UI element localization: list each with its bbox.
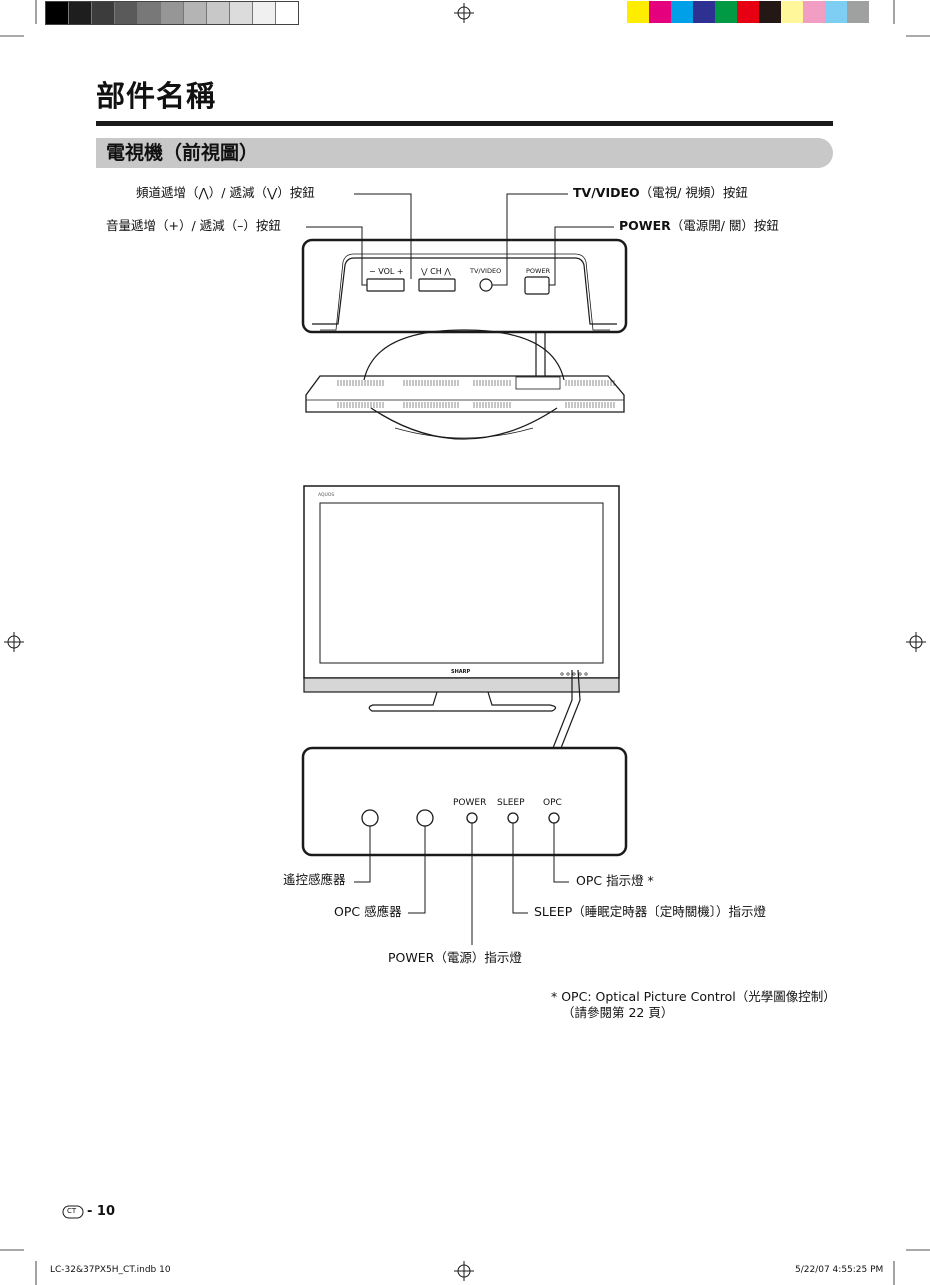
swatch <box>275 2 298 24</box>
power-indicator-label: POWER（電源）指示燈 <box>388 950 522 965</box>
swatch <box>847 1 869 23</box>
power-led-shape <box>466 812 478 824</box>
swatch <box>693 1 715 23</box>
ch-button-label: 頻道遞增（⋀）/ 遞減（⋁）按鈕 <box>136 185 315 200</box>
ct-badge-icon <box>62 1205 84 1219</box>
power-button-shape <box>524 276 550 295</box>
power-button-label: POWER（電源開/ 關）按鈕 <box>619 218 779 233</box>
section-bar <box>96 138 833 168</box>
swatch <box>160 2 183 24</box>
footer-timestamp: 5/22/07 4:55:25 PM <box>795 1265 884 1275</box>
swatch <box>781 1 803 23</box>
footnote-line-1: * OPC: Optical Picture Control（光學圖像控制） <box>551 989 836 1004</box>
tv-top-body <box>305 375 625 413</box>
title-rule <box>96 121 833 126</box>
tv-brand-text: SHARP <box>451 669 471 675</box>
tvvideo-button-shape <box>479 278 493 292</box>
opc-indicator-label: OPC 指示燈 * <box>576 873 654 888</box>
swatch <box>671 1 693 23</box>
swatch <box>627 1 649 23</box>
registration-mark-icon <box>4 3 926 1281</box>
tvvideo-button-label: TV/VIDEO（電視/ 視頻）按鈕 <box>573 185 748 200</box>
swatch <box>229 2 252 24</box>
swatch <box>206 2 229 24</box>
tv-model-text: AQUOS <box>318 493 335 498</box>
tvvideo-label-bold: TV/VIDEO <box>573 185 640 200</box>
footnote-line-2: （請參閱第 22 頁） <box>562 1005 674 1020</box>
vol-button-shape <box>366 278 405 292</box>
swatch <box>91 2 114 24</box>
panel-tvvideo-label: TV/VIDEO <box>470 267 502 275</box>
color-strip <box>627 1 869 23</box>
panel-opc-led-label: OPC <box>543 798 562 808</box>
tv-screen <box>319 502 604 664</box>
swatch <box>68 2 91 24</box>
panel-power-led-label: POWER <box>453 798 487 808</box>
sleep-indicator-label: SLEEP（睡眠定時器〔定時關機〕）指示燈 <box>534 904 766 919</box>
swatch <box>137 2 160 24</box>
swatch <box>649 1 671 23</box>
panel-sleep-led-label: SLEEP <box>497 798 525 808</box>
swatch <box>183 2 206 24</box>
grayscale-strip <box>45 1 299 25</box>
swatch <box>737 1 759 23</box>
opc-sensor-shape <box>416 809 434 827</box>
tv-front-frame <box>303 485 620 679</box>
tv-bottom-bar <box>303 677 620 693</box>
tv-stand-top <box>370 407 558 440</box>
swatch <box>252 2 275 24</box>
remote-sensor-shape <box>361 809 379 827</box>
swatch <box>715 1 737 23</box>
opc-led-shape <box>548 812 560 824</box>
panel-vol-label: − VOL + <box>369 267 404 276</box>
swatch <box>759 1 781 23</box>
control-panel-detail <box>301 238 628 334</box>
page-number: - 10 <box>87 1204 116 1219</box>
tvvideo-label-rest: （電視/ 視頻）按鈕 <box>639 185 748 200</box>
vol-button-label: 音量遞增（+）/ 遞減（–）按鈕 <box>106 218 281 233</box>
page-title: 部件名稱 <box>96 79 217 113</box>
sleep-led-shape <box>507 812 519 824</box>
swatch <box>46 2 68 24</box>
swatch <box>825 1 847 23</box>
ch-button-shape <box>418 278 456 292</box>
power-label-rest: （電源開/ 關）按鈕 <box>670 218 779 233</box>
panel-ch-label: ⋁ CH ⋀ <box>421 267 451 276</box>
swatch <box>803 1 825 23</box>
opc-sensor-label: OPC 感應器 <box>334 904 402 919</box>
remote-sensor-label: 遙控感應器 <box>283 872 346 887</box>
indicator-panel-detail <box>301 746 628 857</box>
tv-stand-front <box>368 691 557 712</box>
footer-file: LC-32&37PX5H_CT.indb 10 <box>50 1265 171 1275</box>
section-title: 電視機（前視圖） <box>106 142 259 164</box>
power-label-bold: POWER <box>619 218 671 233</box>
panel-power-label: POWER <box>526 267 551 275</box>
swatch <box>114 2 137 24</box>
page-code: CT <box>67 1207 77 1215</box>
